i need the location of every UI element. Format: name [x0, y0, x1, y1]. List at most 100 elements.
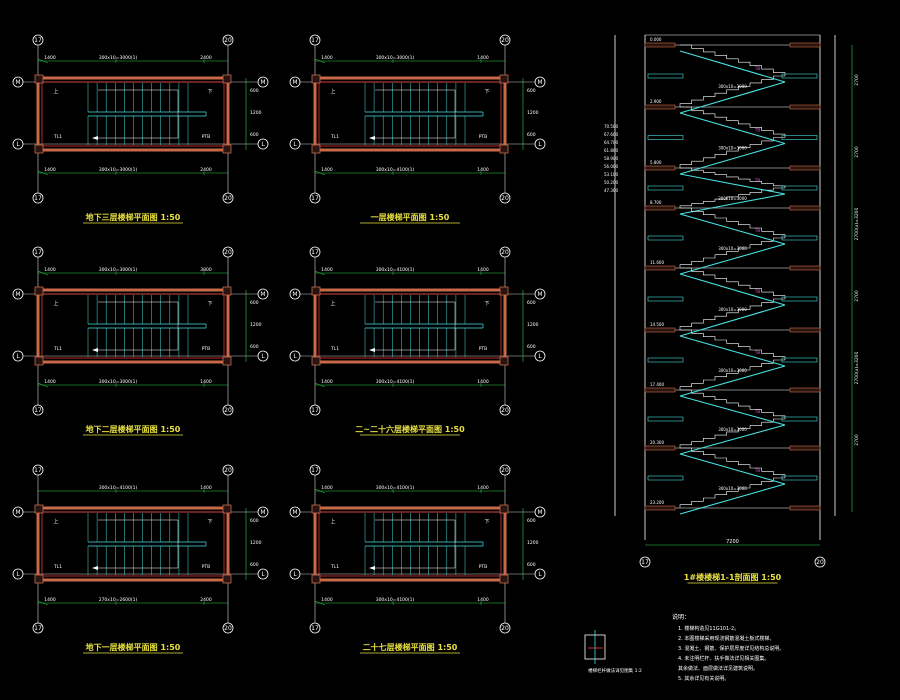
stair-flight-slab — [679, 273, 786, 306]
side-dim-text: 2700 — [854, 290, 860, 302]
up-label: 上 — [53, 88, 58, 95]
section-axis-bubble-left: 17 — [639, 556, 651, 568]
slab-label: PTB — [202, 346, 211, 352]
stair-flight-steps — [679, 237, 785, 268]
vertical-dimension-text: 1200 — [250, 110, 262, 116]
row-axis-left-bottom: L — [12, 350, 24, 362]
elevation-label: 0.000 — [650, 37, 662, 42]
axis-bubble — [814, 556, 826, 568]
floor-slab — [789, 265, 821, 271]
row-axis-left-top: M — [289, 76, 301, 88]
stair-flight-steps — [679, 477, 785, 508]
vertical-dimension-text: 600 — [250, 518, 259, 524]
down-label: 下 — [207, 89, 212, 95]
vertical-dimension-text: 600 — [250, 344, 259, 350]
dimension-text: 1400 — [321, 485, 333, 491]
dimension-text: 1400 — [477, 55, 489, 61]
stair-flight-steps — [680, 44, 786, 76]
stair-inner-wall — [41, 293, 225, 359]
axis-label: 20 — [501, 37, 509, 44]
section-title: 1#楼楼梯1-1剖面图 1:50 — [684, 572, 782, 582]
dimension-text: 1400 — [44, 55, 56, 61]
dimension-text: 3800 — [200, 267, 212, 273]
elevation-label: 20.300 — [650, 440, 664, 445]
floor-slab — [644, 505, 676, 511]
axis-label: 17 — [311, 195, 319, 202]
walk-arrow — [92, 566, 98, 570]
wall-column — [34, 286, 44, 296]
stair-flight-steps — [679, 418, 785, 448]
notes-line: 2. 本图楼梯采用现浇钢筋混凝土板式楼梯。 — [678, 635, 774, 642]
flight-dim-text: 300x10=3000 — [718, 427, 747, 432]
axis-top-left: 17 — [309, 464, 321, 476]
elevation-table-text: 56.000 — [604, 164, 618, 169]
wall-column — [34, 356, 44, 366]
axis-label: M — [292, 291, 297, 298]
landing-slab — [647, 235, 684, 241]
floor-slab — [789, 387, 821, 393]
flight-dim-text: 300x10=3000 — [718, 368, 747, 373]
stair-inner-wall — [318, 511, 502, 577]
slab-label: PTB — [202, 564, 211, 570]
axis-label: 20 — [501, 625, 509, 632]
stair-flight-slab — [679, 243, 786, 275]
up-label: 上 — [330, 518, 335, 525]
landing-slab — [647, 135, 684, 140]
axis-label: 17 — [34, 249, 42, 256]
wall-column — [499, 74, 509, 84]
axis-bottom-left: 17 — [309, 192, 321, 204]
up-label: 上 — [330, 300, 335, 307]
stair-wall — [313, 76, 507, 152]
stair-wall — [313, 288, 507, 364]
row-axis-right-bottom: L — [534, 138, 546, 150]
elevation-label: 14.500 — [650, 322, 664, 327]
row-axis-right-top: M — [257, 506, 269, 518]
flight-dim-text: 300x10=3000 — [718, 307, 747, 312]
floor-slab — [789, 165, 821, 171]
axis-label: 17 — [311, 625, 319, 632]
vertical-dimension-text: 1200 — [250, 322, 262, 328]
axis-label: M — [260, 79, 265, 86]
axis-label: M — [260, 291, 265, 298]
axis-label: M — [15, 291, 20, 298]
floor-slab — [644, 165, 676, 171]
beam-label: TL1 — [53, 134, 62, 140]
beam-label: TL1 — [53, 564, 62, 570]
stair-wall — [36, 506, 230, 582]
beam-label: TL1 — [330, 346, 339, 352]
down-label: 下 — [484, 519, 489, 525]
axis-label: 20 — [501, 467, 509, 474]
dimension-text: 300x10=4100(1) — [376, 267, 415, 273]
row-axis-left-top: M — [12, 506, 24, 518]
flight-dim-text: 300x10=3000 — [718, 246, 747, 251]
row-axis-right-top: M — [257, 76, 269, 88]
dimension-text: 1400 — [477, 597, 489, 603]
flight-dim-text: 300x10=3000 — [718, 146, 747, 151]
axis-label: M — [292, 509, 297, 516]
axis-bottom-right: 20 — [222, 404, 234, 416]
dimension-tick — [37, 382, 49, 388]
dimension-tick — [37, 270, 49, 276]
axis-label: M — [15, 79, 20, 86]
stair-flight-steps — [680, 329, 786, 360]
elevation-table-text: 64.700 — [604, 140, 618, 145]
dimension-text: 300x10=4100(1) — [99, 485, 138, 491]
axis-label: L — [261, 141, 265, 148]
floor-slab — [789, 42, 821, 48]
dimension-text: 300x10=3000(1) — [99, 167, 138, 173]
row-axis-right-bottom: L — [534, 350, 546, 362]
stair-flight-steps — [680, 167, 786, 188]
axis-bottom-left: 17 — [309, 404, 321, 416]
axis-label: L — [293, 353, 297, 360]
dimension-text: 2400 — [200, 597, 212, 603]
axis-top-left: 17 — [309, 34, 321, 46]
axis-label: L — [293, 141, 297, 148]
row-axis-right-bottom: L — [257, 568, 269, 580]
walk-arrow — [92, 136, 98, 140]
wall-column — [34, 504, 44, 514]
axis-label: L — [261, 353, 265, 360]
row-axis-right-bottom: L — [257, 138, 269, 150]
